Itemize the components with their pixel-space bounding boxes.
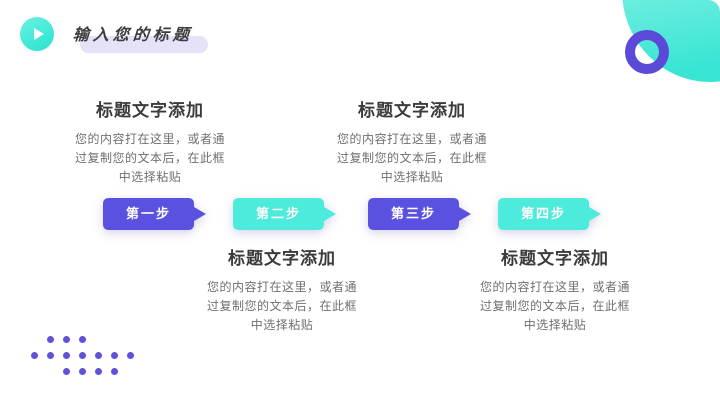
block-heading: 标题文字添加 xyxy=(358,101,466,120)
text-block-3: 标题文字添加 您的内容打在这里，或者通 过复制您的文本后，在此框 中选择粘贴 xyxy=(312,96,512,187)
step-label: 第一步 xyxy=(125,206,171,221)
block-body-line: 过复制您的文本后，在此框 xyxy=(74,151,225,165)
block-body-line: 过复制您的文本后，在此框 xyxy=(336,151,487,165)
slide-title: 输入您的标题 xyxy=(72,27,194,44)
arrow-banner-shape xyxy=(233,198,336,230)
block-body-line: 中选择粘贴 xyxy=(380,170,444,184)
dot-row xyxy=(63,368,134,375)
arrow-banner-shape xyxy=(103,198,206,230)
play-triangle-icon xyxy=(33,28,44,40)
dots-pattern-decoration xyxy=(31,336,134,384)
step-banner-3: 第三步 xyxy=(368,198,471,230)
purple-ring-decoration xyxy=(625,30,669,74)
block-body-line: 您的内容打在这里，或者通 xyxy=(479,280,630,294)
text-block-4: 标题文字添加 您的内容打在这里，或者通 过复制您的文本后，在此框 中选择粘贴 xyxy=(455,244,655,335)
block-heading: 标题文字添加 xyxy=(501,249,609,268)
block-body-line: 过复制您的文本后，在此框 xyxy=(479,299,630,313)
block-body-line: 中选择粘贴 xyxy=(523,318,587,332)
block-body-line: 过复制您的文本后，在此框 xyxy=(206,299,357,313)
step-banner-1: 第一步 xyxy=(103,198,206,230)
block-body-line: 中选择粘贴 xyxy=(250,318,314,332)
block-body-line: 您的内容打在这里，或者通 xyxy=(336,132,487,146)
step-label: 第四步 xyxy=(520,206,566,221)
step-banner-2: 第二步 xyxy=(233,198,336,230)
step-label: 第二步 xyxy=(255,206,301,221)
title-highlight-bar xyxy=(80,36,208,53)
text-block-1: 标题文字添加 您的内容打在这里，或者通 过复制您的文本后，在此框 中选择粘贴 xyxy=(50,96,250,187)
block-heading: 标题文字添加 xyxy=(228,249,336,268)
slide-header: 输入您的标题 xyxy=(72,21,208,53)
arrow-banner-shape xyxy=(498,198,601,230)
step-label: 第三步 xyxy=(390,206,436,221)
dot-row xyxy=(47,336,134,343)
text-block-2: 标题文字添加 您的内容打在这里，或者通 过复制您的文本后，在此框 中选择粘贴 xyxy=(182,244,382,335)
arrow-banner-shape xyxy=(368,198,471,230)
step-banner-4: 第四步 xyxy=(498,198,601,230)
play-icon xyxy=(20,17,54,51)
dot-row xyxy=(31,352,134,359)
block-body-line: 您的内容打在这里，或者通 xyxy=(74,132,225,146)
block-body-line: 中选择粘贴 xyxy=(118,170,182,184)
block-heading: 标题文字添加 xyxy=(96,101,204,120)
block-body-line: 您的内容打在这里，或者通 xyxy=(206,280,357,294)
